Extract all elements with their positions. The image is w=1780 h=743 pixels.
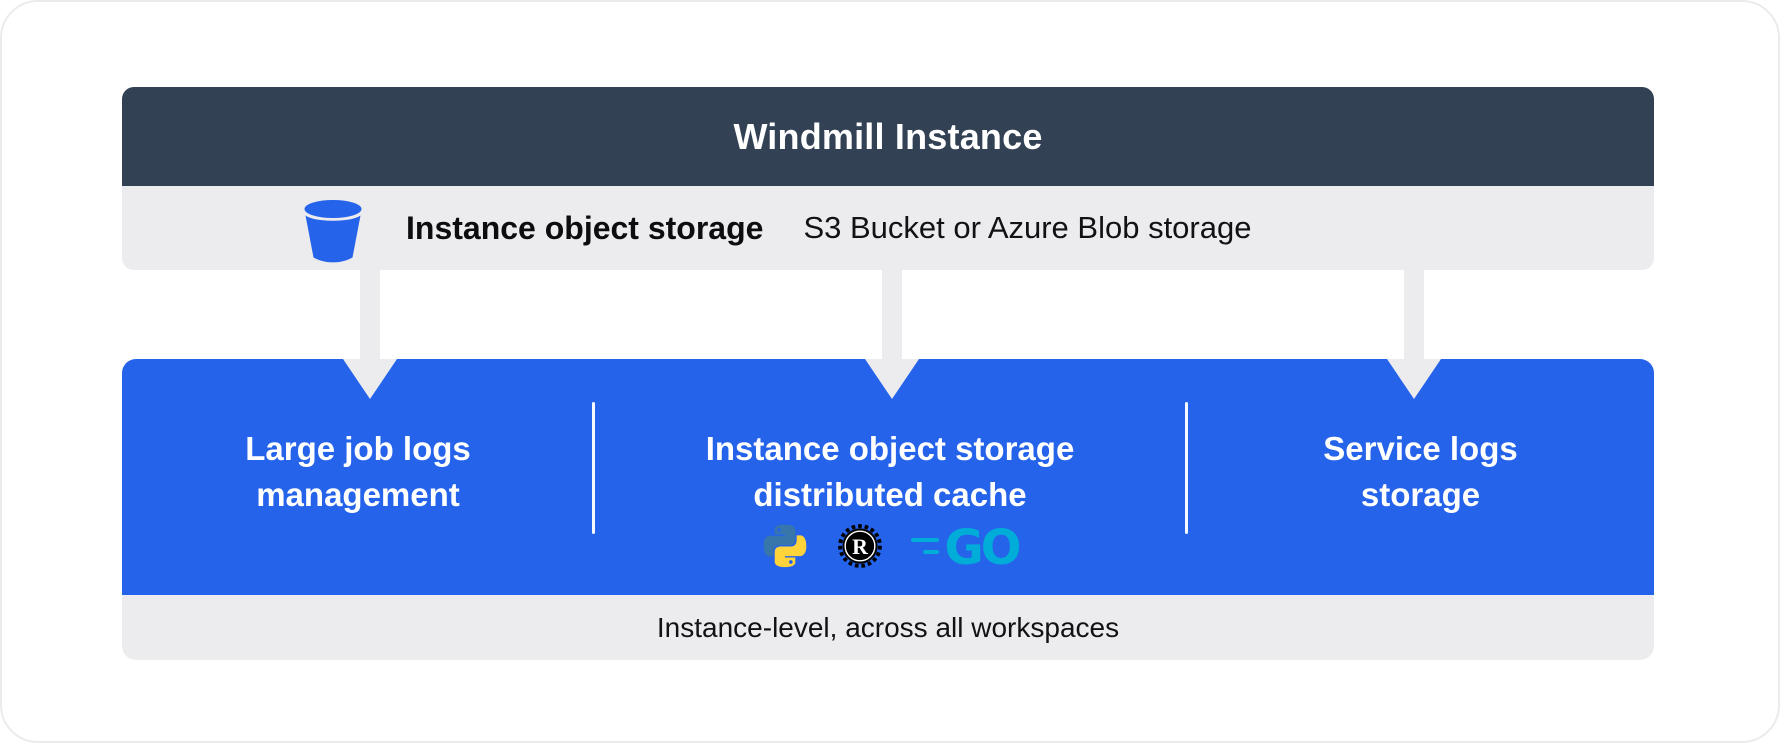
page-title: Windmill Instance [733, 115, 1043, 157]
go-speed-lines [911, 538, 940, 554]
storage-bar-sublabel: S3 Bucket or Azure Blob storage [803, 210, 1252, 245]
instance-object-storage-bar: Instance object storage S3 Bucket or Azu… [122, 186, 1654, 270]
feature-label-line: storage [1360, 476, 1481, 513]
arrow-stem [882, 270, 902, 364]
arrow-head-icon [343, 359, 397, 399]
arrow-head-icon [865, 359, 919, 399]
feature-label-line: Service logs [1323, 430, 1518, 467]
rust-logo-icon: R [835, 521, 885, 576]
feature-label-line: Instance object storage [705, 430, 1075, 467]
go-logo-text: GO [944, 520, 1021, 576]
windmill-instance-diagram: Windmill Instance Instance object storag… [122, 87, 1654, 660]
section-divider [1185, 402, 1188, 534]
storage-bar-label: Instance object storage [406, 209, 764, 246]
header-bar: Windmill Instance [122, 87, 1654, 186]
section-divider [592, 402, 595, 534]
arrow-head-icon [1387, 359, 1441, 399]
language-logos-row: R GO [595, 519, 1185, 577]
feature-label-line: distributed cache [753, 476, 1027, 513]
feature-label-line: management [256, 476, 460, 513]
feature-service-logs: Service logs storage [1187, 426, 1654, 518]
feature-distributed-cache: Instance object storage distributed cach… [595, 426, 1185, 518]
go-logo-icon: GO [911, 520, 1022, 576]
footer-bar: Instance-level, across all workspaces [122, 595, 1654, 660]
feature-label-line: Large job logs [245, 430, 471, 467]
bucket-icon [302, 199, 364, 265]
python-logo-icon [761, 522, 809, 575]
footer-label: Instance-level, across all workspaces [656, 611, 1120, 643]
feature-large-job-logs: Large job logs management [122, 426, 594, 518]
arrow-stem [1404, 270, 1424, 364]
arrow-stem [360, 270, 380, 364]
rust-letter: R [852, 534, 868, 558]
